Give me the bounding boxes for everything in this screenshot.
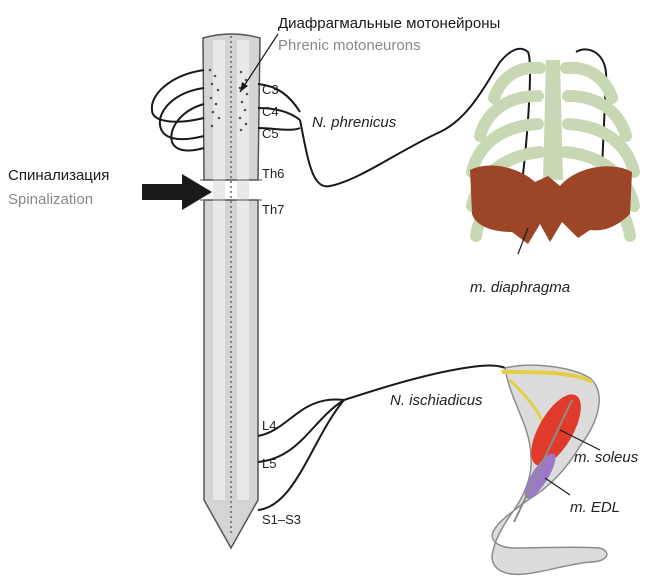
grey-matter-left — [213, 40, 225, 500]
segment-c3: C3 — [262, 82, 279, 97]
spinalization-arrow — [142, 174, 212, 210]
phrenic-nerve-label: N. phrenicus — [312, 114, 397, 131]
spinalization-label-ru: Спинализация — [8, 167, 109, 184]
edl-leader — [545, 478, 570, 495]
spinal-cord — [200, 34, 262, 548]
ischiadic-nerve-label: N. ischiadicus — [390, 392, 483, 409]
segment-s1-s3: S1–S3 — [262, 512, 301, 527]
motoneurons-label-en: Phrenic motoneurons — [278, 37, 421, 54]
sternum — [543, 60, 563, 180]
grey-matter-right — [237, 40, 249, 500]
segment-c5: C5 — [262, 126, 279, 141]
segment-c4: C4 — [262, 104, 279, 119]
segment-th7: Th7 — [262, 202, 284, 217]
spinalization-label-en: Spinalization — [8, 191, 93, 208]
hindlimb — [492, 365, 607, 574]
segment-th6: Th6 — [262, 166, 284, 181]
edl-label: m. EDL — [570, 499, 620, 516]
motoneurons-label-ru: Диафрагмальные мотонейроны — [278, 15, 500, 32]
segment-l4: L4 — [262, 418, 276, 433]
soleus-label: m. soleus — [574, 449, 639, 466]
lumbosacral-roots — [258, 400, 344, 510]
segment-l5: L5 — [262, 456, 276, 471]
diaphragm-label: m. diaphragma — [470, 279, 570, 296]
